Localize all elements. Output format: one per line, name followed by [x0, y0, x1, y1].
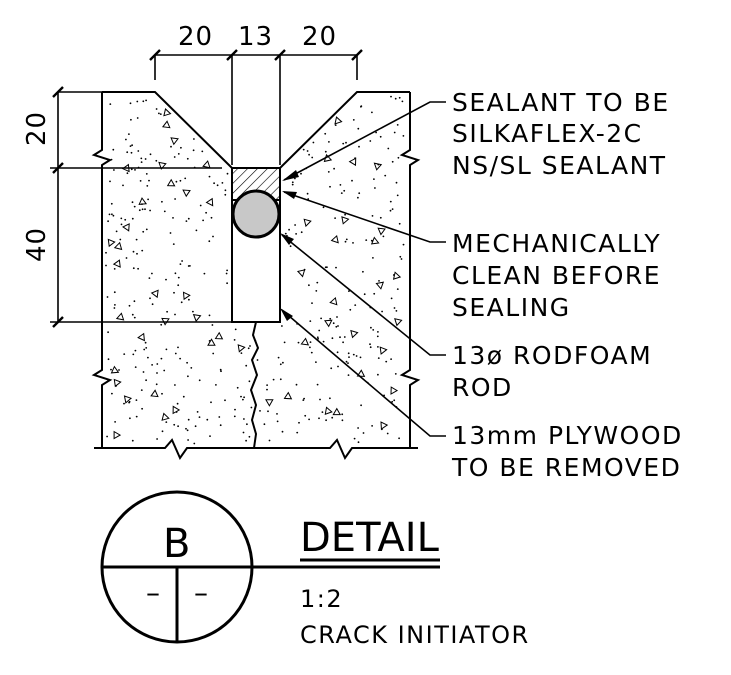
callout-sealant-line-3: NS/SL SEALANT — [452, 151, 667, 180]
dim-side-top: 20 — [22, 110, 52, 146]
detail-bubble-letter: B — [163, 521, 191, 567]
rodfoam-rod — [231, 189, 281, 239]
crack-line — [249, 321, 260, 449]
leader-lines — [281, 101, 446, 437]
callout-clean-line-3: SEALING — [452, 293, 571, 322]
dim-top-mid: 13 — [238, 22, 274, 52]
callout-clean-line-2: CLEAN BEFORE — [452, 261, 662, 290]
dimension-lines — [50, 54, 358, 323]
callout-sealant-line-2: SILKAFLEX-2C — [452, 119, 643, 148]
callout-plywood-line-1: 13mm PLYWOOD — [452, 421, 683, 450]
detail-bubble-left-sheet: – — [146, 576, 160, 609]
detail-subtitle: CRACK INITIATOR — [300, 621, 530, 649]
callout-clean-line-1: MECHANICALLY — [452, 229, 662, 258]
dim-top-left: 20 — [178, 22, 214, 52]
dim-top-right: 20 — [302, 22, 338, 52]
callout-plywood-line-2: TO BE REMOVED — [452, 453, 682, 482]
detail-bubble-right-sheet: – — [194, 576, 208, 609]
callout-rod-line-2: ROD — [452, 373, 513, 402]
leader-arrowheads — [280, 170, 299, 321]
concrete-slab-outline — [91, 91, 421, 461]
callout-rod-line-1: 13ø RODFOAM — [452, 341, 653, 370]
detail-title: DETAIL — [300, 515, 439, 561]
dimension-ticks — [52, 49, 363, 328]
detail-bubble — [100, 490, 440, 644]
detail-scale: 1:2 — [300, 585, 344, 613]
concrete-texture — [105, 95, 405, 445]
callout-sealant-line-1: SEALANT TO BE — [452, 88, 670, 117]
dim-side-bottom: 40 — [22, 226, 52, 262]
